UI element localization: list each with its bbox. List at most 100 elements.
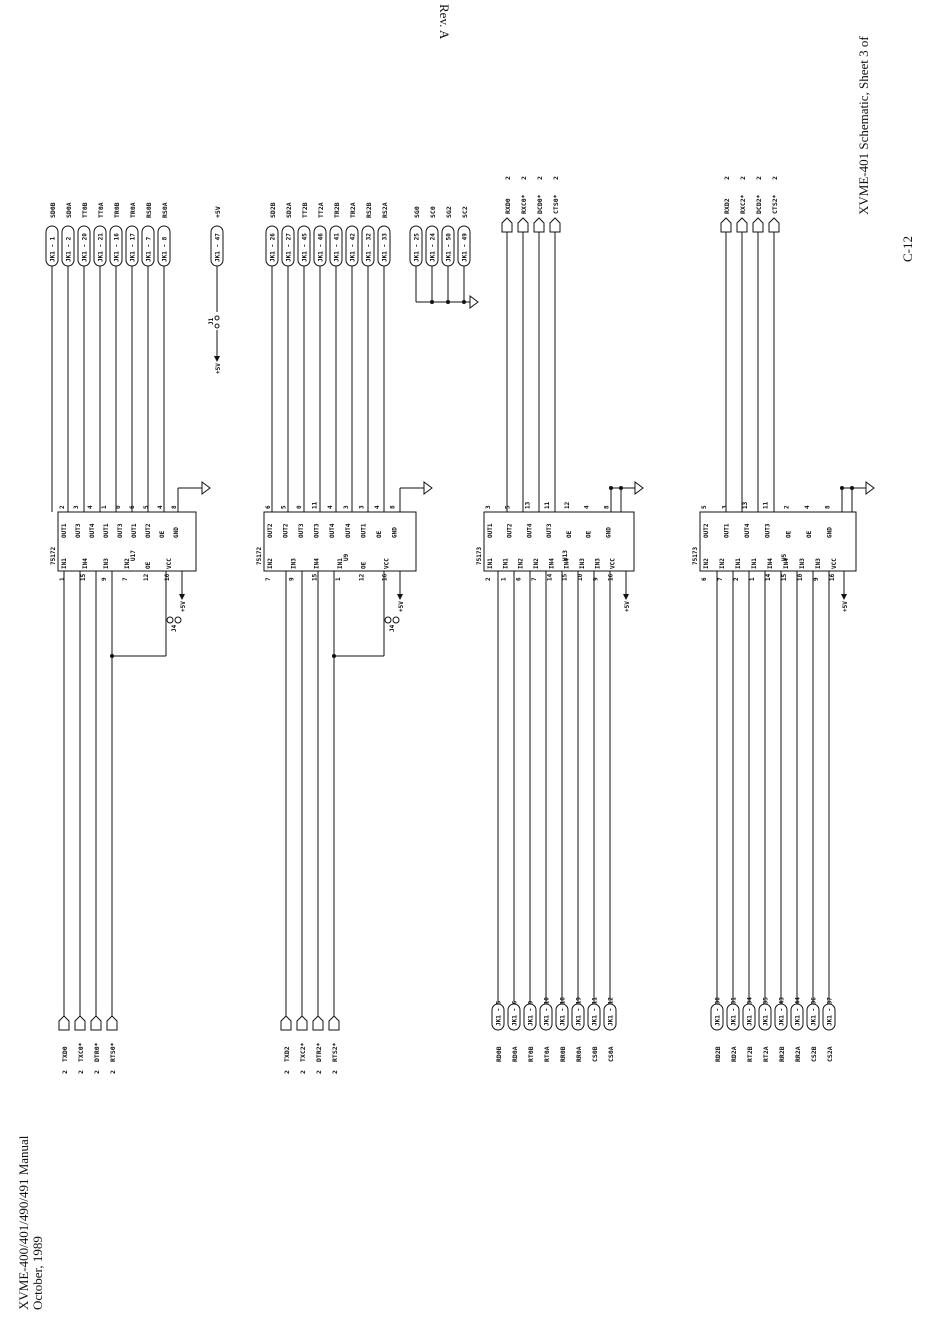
chip-2-vcc-label: +5V: [398, 601, 405, 612]
chip-3-offpage-1: [501, 217, 513, 233]
chip-2-bottom-pin-number: 12: [358, 573, 365, 581]
chip-4-net-label-3: DCD2*: [755, 194, 763, 214]
chip-2-bottom-pin-number: 9: [288, 577, 295, 581]
chip-1-net-label-8: RS0A: [161, 202, 169, 218]
chip-2-net-label-6: TR2A: [349, 202, 357, 218]
chip-4-top-pin-number: 4: [804, 505, 811, 509]
chip-1-bottom-pin-label: IN4: [82, 558, 89, 569]
chip-3-bottom-pin-number: 10: [577, 573, 584, 581]
chip-3-input-net-7: CS0B: [591, 1046, 599, 1062]
chip-4-sheet-ref: 2: [771, 176, 779, 180]
chip-4-input-net-6: RR2A: [794, 1046, 802, 1062]
chip-2-sheet-ref: 2: [299, 1070, 307, 1074]
chip-3-connector-6: [571, 1003, 585, 1031]
chip-3-top-pin-number: 8: [603, 505, 610, 509]
chip-2-top-pin-number: 3: [343, 505, 350, 509]
chip-1-sheet-ref: 2: [77, 1070, 85, 1074]
chip-3-net-label-3: DCD0*: [536, 194, 544, 214]
chip-4-bottom-pin-number: 9: [813, 577, 820, 581]
chip-1-bottom-pin-number: 16: [164, 573, 171, 581]
chip-1-part-number: 75172: [50, 547, 57, 565]
chip-4-top-pin-label: OUT2: [703, 523, 710, 538]
chip-4-bottom-pin-number: 7: [717, 577, 724, 581]
chip-2-net-label-3: TT2B: [301, 202, 309, 218]
chip-4-bottom-pin-number: 14: [765, 573, 772, 581]
chip-3-connector-1: [491, 1003, 505, 1031]
chip-2-connector-8: [377, 225, 391, 267]
chip-2-net-label-5: TR2B: [333, 202, 341, 218]
chip-4-bottom-pin-label: IN4: [767, 558, 774, 569]
chip-4-bottom-pin-number: 10: [797, 573, 804, 581]
chip-4-bottom-pin-label: IN1: [735, 558, 742, 569]
arrow-head: [179, 594, 185, 600]
chip-1-connector-5: [109, 225, 123, 267]
chip-2-top-pin-number: 0: [296, 505, 303, 509]
chip-3-connector-5: [555, 1003, 569, 1031]
chip-3-bottom-pin-label: IN1: [487, 558, 494, 569]
chip-1-top-pin-number: 4: [87, 505, 94, 509]
chip-3-sheet-ref: 2: [520, 176, 528, 180]
chip-3-body: [483, 511, 635, 572]
chip-3-top-pin-number: 4: [584, 505, 591, 509]
chip-1-top-pin-number: 4: [157, 505, 164, 509]
chip-4-connector-4: [758, 1003, 772, 1031]
chip-4-net-label-1: RXD2: [723, 198, 731, 214]
chip-2-net-label-1: SD2B: [269, 202, 277, 218]
chip-4-connector-2-label: JK1 - 31: [731, 997, 738, 1026]
chip-2-top-pin-number: 6: [265, 505, 272, 509]
chip-1-sheet-ref: 2: [93, 1070, 101, 1074]
chip-3-reference: U13: [562, 550, 569, 561]
chip-1-connector-5v-label: JK1 - 47: [215, 233, 222, 262]
chip-2-net-label-2: SD2A: [285, 202, 293, 218]
chip-2-gnd-connector-2-label: JK1 - 24: [430, 233, 437, 262]
chip-1-connector-7-label: JK1 - 7: [146, 236, 153, 262]
chip-3-top-pin-label: GND: [605, 527, 612, 538]
chip-3-top-pin-number: 12: [564, 501, 571, 509]
chip-2-connector-3: [297, 225, 311, 267]
chip-2-connector-7-label: JK1 - 32: [366, 233, 373, 262]
chip-1-top-pin-label: OUT3: [75, 523, 82, 538]
chip-4-connector-5-label: JK1 - 43: [779, 997, 786, 1026]
chip-2-top-pin-label: OUT2: [283, 523, 290, 538]
chip-4-sheet-ref: 2: [739, 176, 747, 180]
chip-3-bottom-pin-number: 14: [546, 573, 553, 581]
j1-pin: [214, 323, 220, 329]
chip-3-bottom-pin-number: 6: [516, 577, 523, 581]
chip-4-bottom-pin-label: VCC: [831, 558, 838, 569]
chip-1-net-label-6: TR0A: [129, 202, 137, 218]
chip-3-top-pin-label: OUT4: [526, 523, 533, 538]
chip-3-input-net-2: RD0A: [511, 1046, 519, 1062]
chip-4-bottom-pin-label: IN1: [751, 558, 758, 569]
chip-4-bottom-pin-label: IN2: [703, 558, 710, 569]
chip-4-connector-7: [806, 1003, 820, 1031]
chip-3-ground: [634, 481, 644, 495]
chip-4-connector-6: [790, 1003, 804, 1031]
arrow-head: [623, 594, 629, 600]
chip-3-bottom-pin-label: IN4: [548, 558, 555, 569]
chip-4-net-label-4: CTS2*: [771, 194, 779, 214]
chip-1-connector-5-label: JK1 - 16: [114, 233, 121, 262]
chip-4-top-pin-number: 8: [824, 505, 831, 509]
arrow-head: [214, 356, 220, 362]
chip-2-connector-2-label: JK1 - 27: [286, 233, 293, 262]
chip-3-sheet-ref: 2: [552, 176, 560, 180]
chip-3-bottom-pin-number: 1: [500, 577, 507, 581]
chip-4-bottom-pin-number: 2: [733, 577, 740, 581]
j1-pin: [214, 315, 220, 321]
chip-1-body: [57, 511, 197, 572]
chip-1-bottom-pin-label: IN1: [61, 558, 68, 569]
chip-1-top-pin-label: GND: [173, 527, 180, 538]
chip-2-jumper-label: J4: [389, 624, 396, 632]
chip-2-top-pin-label: GND: [391, 527, 398, 538]
chip-2-connector-1-label: JK1 - 26: [270, 233, 277, 262]
chip-3-offpage-4: [549, 217, 561, 233]
chip-2-top-pin-label: OE: [376, 530, 383, 538]
chip-3-connector-8: [603, 1003, 617, 1031]
chip-2-gnd-net-1: SG0: [413, 206, 421, 218]
chip-1-connector-3: [77, 225, 91, 267]
chip-3-top-pin-label: OUT2: [507, 523, 514, 538]
chip-2-gnd-net-4: SC2: [461, 206, 469, 218]
chip-4-bottom-pin-label: IN2: [719, 558, 726, 569]
chip-3-connector-4-label: JK1 - 10: [544, 997, 551, 1026]
